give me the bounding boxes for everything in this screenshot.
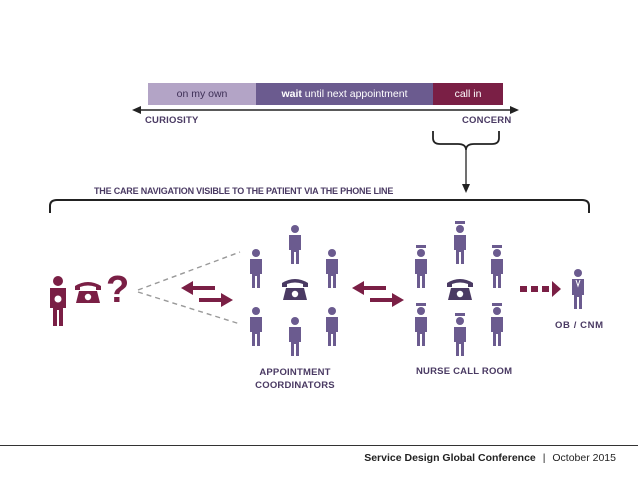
segment-wait-label: until next appointment <box>301 88 408 100</box>
phone-icon <box>282 279 308 300</box>
segment-call-in: call in <box>433 83 503 105</box>
phone-icon <box>447 279 473 300</box>
navigation-caption: THE CARE NAVIGATION VISIBLE TO THE PATIE… <box>94 186 394 196</box>
scale-arrow-right-icon <box>510 106 519 114</box>
appointment-coordinators-label: APPOINTMENT COORDINATORS <box>255 367 335 391</box>
exchange-arrows-icon <box>181 281 233 307</box>
scale-arrow-left-icon <box>132 106 141 114</box>
nurse-group <box>415 221 503 356</box>
nurse-icon <box>415 303 427 346</box>
segment-wait-bold: wait <box>281 88 302 100</box>
person-icon <box>250 307 262 346</box>
patient-phone-icon <box>75 282 101 303</box>
exchange-arrows-icon <box>352 281 404 307</box>
patient-icon <box>50 276 66 326</box>
segment-on-my-own-label: on my own <box>176 88 228 100</box>
concern-brace-icon <box>432 131 500 151</box>
question-mark: ? <box>106 269 130 311</box>
navigation-brace-icon <box>49 199 590 213</box>
dotted-arrow-icon <box>520 281 561 297</box>
nurse-icon <box>491 245 503 288</box>
person-icon <box>289 225 301 264</box>
person-icon <box>250 249 262 288</box>
footer-separator: | <box>542 452 546 464</box>
nurse-icon <box>415 245 427 288</box>
curiosity-label: CURIOSITY <box>145 115 199 126</box>
person-icon <box>326 307 338 346</box>
segment-on-my-own: on my own <box>148 83 256 105</box>
coordinator-group <box>250 225 338 356</box>
doctor-icon <box>572 269 584 309</box>
concern-label: CONCERN <box>462 115 512 126</box>
person-icon <box>289 317 301 356</box>
footer-date: October 2015 <box>552 452 616 464</box>
footer-conference: Service Design Global Conference <box>364 452 536 464</box>
nurse-icon <box>491 303 503 346</box>
segment-wait: wait until next appointment <box>256 83 433 105</box>
ob-cnm-label: OB / CNM <box>555 320 604 331</box>
footer: Service Design Global Conference | Octob… <box>364 452 616 464</box>
footer-rule <box>0 445 638 446</box>
person-icon <box>326 249 338 288</box>
nurse-call-room-label: NURSE CALL ROOM <box>416 366 513 377</box>
concern-arrow-head-icon <box>462 184 470 193</box>
nurse-icon <box>454 313 466 356</box>
dashed-line-top <box>137 251 241 291</box>
nurse-icon <box>454 221 466 264</box>
segment-call-in-label: call in <box>454 88 482 100</box>
